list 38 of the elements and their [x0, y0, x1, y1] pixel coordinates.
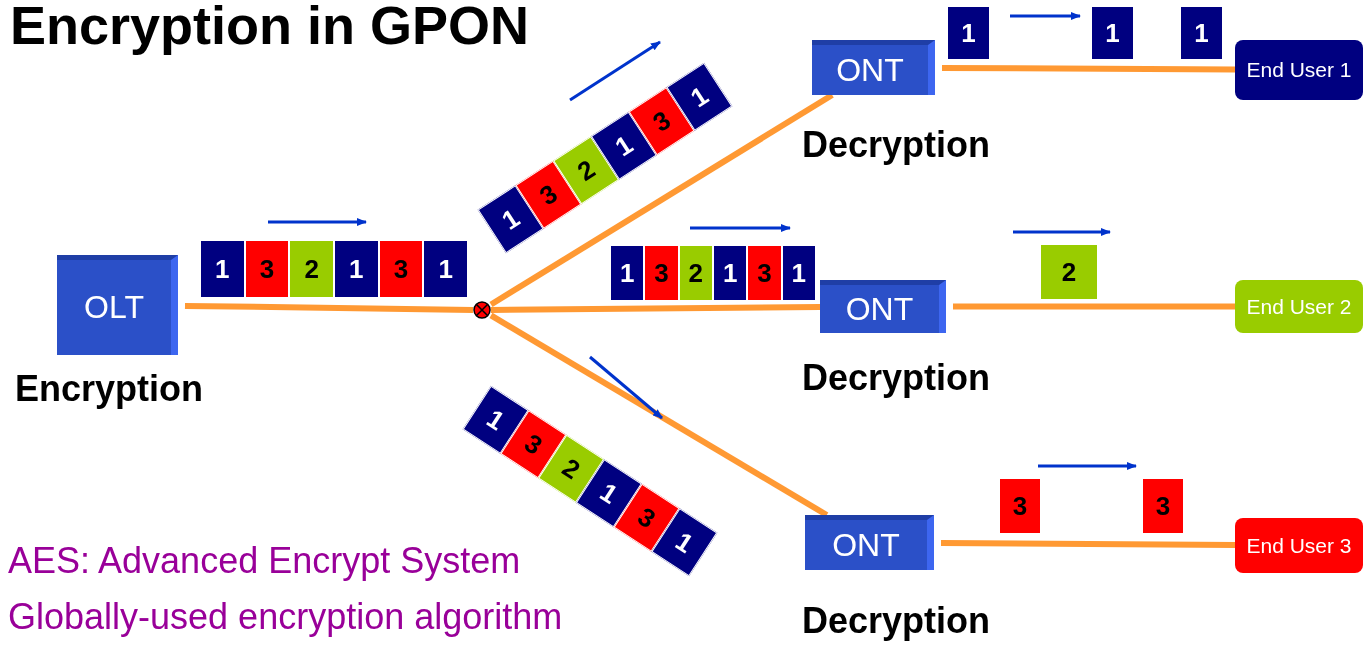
splitter-symbol [473, 301, 491, 319]
olt-box: OLT [57, 255, 178, 355]
data-packet: 1 [1091, 6, 1134, 60]
ont-box: ONT [812, 40, 935, 95]
data-packet: 1 [334, 240, 379, 298]
data-packet: 3 [378, 240, 424, 298]
node-label: Decryption [802, 357, 991, 399]
data-packet: 3 [747, 245, 782, 301]
data-packet: 2 [289, 240, 334, 298]
title: Encryption in GPON [10, 0, 530, 56]
data-packet: 1 [947, 6, 990, 60]
node-label: Decryption [802, 124, 991, 166]
note-text: Globally-used encryption algorithm [8, 596, 563, 638]
fiber-line [942, 64, 1235, 73]
data-packet: 2 [678, 245, 713, 301]
fiber-line [490, 304, 821, 313]
fiber-line [184, 302, 474, 313]
data-packet: 1 [1180, 6, 1223, 60]
end-user-box: End User 2 [1235, 280, 1363, 333]
data-packet: 3 [1142, 478, 1184, 534]
fiber-line [941, 540, 1235, 549]
data-packet: 2 [1040, 244, 1098, 300]
data-packet: 1 [610, 245, 645, 301]
fiber-line [953, 303, 1235, 310]
end-user-box: End User 3 [1235, 518, 1363, 573]
end-user-box: End User 1 [1235, 40, 1363, 100]
data-packet: 1 [781, 245, 816, 301]
note-text: AES: Advanced Encrypt System [8, 540, 521, 582]
ont-box: ONT [805, 515, 934, 570]
ont-box: ONT [820, 280, 946, 333]
data-packet: 1 [200, 240, 245, 298]
node-label: Encryption [15, 368, 203, 410]
data-packet: 3 [244, 240, 290, 298]
node-label: Decryption [802, 600, 991, 642]
data-packet: 3 [644, 245, 679, 301]
data-packet: 1 [713, 245, 748, 301]
data-packet: 1 [423, 240, 468, 298]
data-packet: 3 [999, 478, 1041, 534]
